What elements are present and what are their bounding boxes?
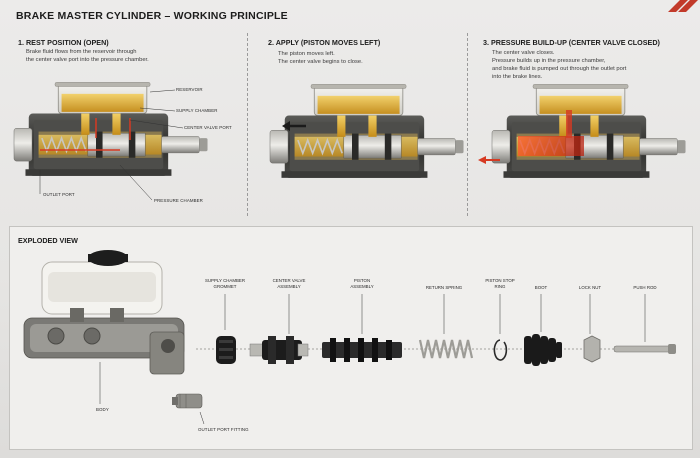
outlet-port-fitting-icon (172, 393, 203, 409)
boot-icon (524, 334, 562, 366)
label-stop-ring: PISTON STOP RING (485, 278, 515, 289)
lock-nut-icon (583, 335, 601, 363)
label-lock-nut: LOCK NUT (578, 285, 602, 290)
callout-outlet-port: OUTLET PORT (43, 192, 75, 197)
callout-pressure-chamber: PRESSURE CHAMBER (154, 198, 203, 203)
spring-icon (418, 339, 474, 359)
step-3-title: 3. PRESSURE BUILD-UP (CENTER VALVE CLOSE… (483, 38, 660, 47)
exploded-view-title: EXPLODED VIEW (18, 236, 78, 245)
center-valve-icon (249, 336, 309, 364)
grommet-icon (216, 336, 236, 364)
label-outlet-fitting: OUTLET PORT FITTING (198, 427, 249, 432)
step-1-description: Brake fluid flows from the reservoir thr… (26, 49, 149, 63)
left-arrow-icon (282, 121, 290, 131)
page-title: BRAKE MASTER CYLINDER – WORKING PRINCIPL… (16, 10, 288, 22)
label-grommet: SUPPLY CHAMBER GROMMET (204, 278, 246, 289)
step-1-title: 1. REST POSITION (OPEN) (18, 38, 109, 47)
label-body: BODY (96, 407, 109, 412)
label-center-valve: CENTER VALVE ASSEMBLY (272, 278, 306, 289)
label-return-spring: RETURN SPRING (425, 285, 463, 290)
piston-icon (322, 338, 402, 362)
callout-reservoir: RESERVOIR (176, 87, 203, 92)
step-2-description: The piston moves left. The center valve … (278, 51, 363, 65)
outlet-flow-arrow-icon (478, 156, 486, 164)
callout-supply-chamber: SUPPLY CHAMBER (176, 108, 218, 113)
divider (467, 33, 468, 216)
stop-ring-icon (493, 339, 508, 361)
corner-accent-icon (668, 0, 698, 12)
label-boot: BOOT (534, 285, 548, 290)
divider (247, 33, 248, 216)
step-2-title: 2. APPLY (PISTON MOVES LEFT) (268, 38, 381, 47)
callout-center-valve-port: CENTER VALVE PORT (184, 125, 232, 130)
push-rod-icon (613, 344, 676, 354)
label-piston: PISTON ASSEMBLY (350, 278, 374, 289)
master-cylinder-body-icon (23, 250, 185, 375)
label-push-rod: PUSH ROD (633, 285, 657, 290)
step-3-description: The center valve closes. Pressure builds… (492, 50, 627, 80)
